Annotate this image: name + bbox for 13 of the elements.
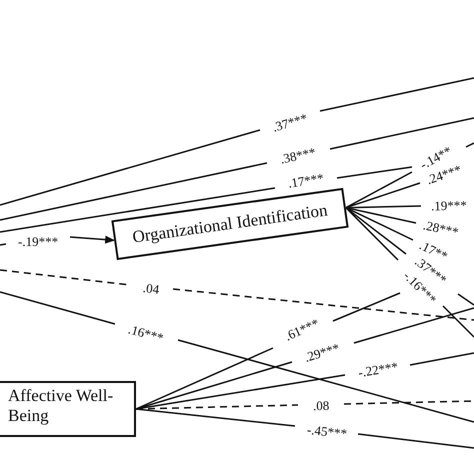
process-box: Organizational Identification [111,188,349,260]
edge-label: -.19*** [17,234,60,248]
path-line [135,307,474,410]
path-line [135,400,474,410]
path-line [135,408,474,449]
path-line [345,206,474,338]
path-line [346,182,420,208]
edge-label: .19*** [430,198,468,212]
path-line [135,292,401,410]
arrow [0,236,116,246]
edge-label: .08 [312,398,330,412]
path-line [345,142,474,208]
process-box: Affective Well- Being [0,381,136,437]
